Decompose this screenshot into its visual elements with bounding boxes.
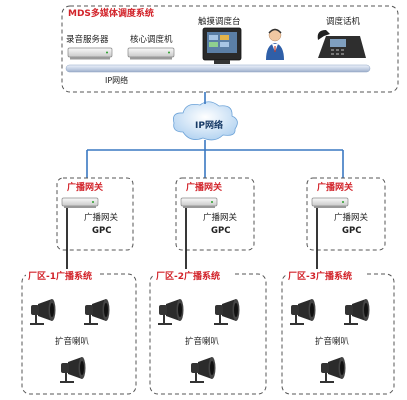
touch-console-icon [202,27,242,64]
ip-network-cloud-label: IP网络 [195,119,223,131]
zone-group-3: 厂区-3广播系统 扩音喇叭 [281,269,395,395]
speaker-icon [319,356,347,383]
ip-network-bar [65,64,371,73]
gateway-group-2: 广播网关 广播网关 GPC [175,177,255,251]
dispatch-phone-label: 调度话机 [326,16,361,27]
speaker-icon [189,356,217,383]
speaker-icon [59,356,87,383]
gateway-3-title: 广播网关 [317,181,353,193]
network-links [86,92,344,178]
gateway-zone-links [66,208,318,278]
speaker-icon [289,298,317,325]
gateway-2-device-icon [180,197,218,209]
zone-1-speaker-label: 扩音喇叭 [55,336,90,347]
gateway-2-title: 广播网关 [186,181,222,193]
gateway-3-device-icon [311,197,349,209]
dispatch-phone-icon [317,30,366,58]
core-dispatcher-label: 核心调度机 [130,34,173,45]
speaker-icon [83,298,111,325]
zone-3-title: 厂区-3广播系统 [288,270,352,282]
core-dispatcher-icon [127,47,175,60]
zone-3-speaker-label: 扩音喇叭 [315,336,350,347]
gateway-group-1: 广播网关 广播网关 GPC [56,177,134,251]
gateway-group-3: 广播网关 广播网关 GPC [306,177,386,251]
speaker-icon [343,298,371,325]
gateway-1-device-icon [61,197,99,209]
ip-network-cloud-icon [173,101,238,141]
touch-console-label: 触摸调度台 [198,16,241,27]
gateway-3-device-name: 广播网关 [334,212,369,223]
gateway-1-device-model: GPC [92,226,111,236]
zone-2-speaker-label: 扩音喇叭 [185,336,220,347]
speaker-icon [29,298,57,325]
gateway-1-title: 广播网关 [67,181,103,193]
recorder-server-label: 录音服务器 [66,34,109,45]
mds-system-title: MDS多媒体调度系统 [68,7,154,19]
operator-icon [266,28,284,60]
gateway-1-device-name: 广播网关 [84,212,119,223]
speaker-icon [157,298,185,325]
gateway-2-device-model: GPC [211,226,230,236]
gateway-3-device-model: GPC [342,226,361,236]
gateway-2-device-name: 广播网关 [203,212,238,223]
recorder-server-icon [67,47,113,60]
zone-group-1: 厂区-1广播系统 扩音喇叭 [21,269,137,395]
zone-1-title: 厂区-1广播系统 [28,270,92,282]
zone-2-title: 厂区-2广播系统 [156,270,220,282]
speaker-icon [213,298,241,325]
zone-group-2: 厂区-2广播系统 扩音喇叭 [149,269,267,395]
ip-network-bar-label: IP网络 [105,75,128,85]
mds-system-frame [61,5,399,93]
